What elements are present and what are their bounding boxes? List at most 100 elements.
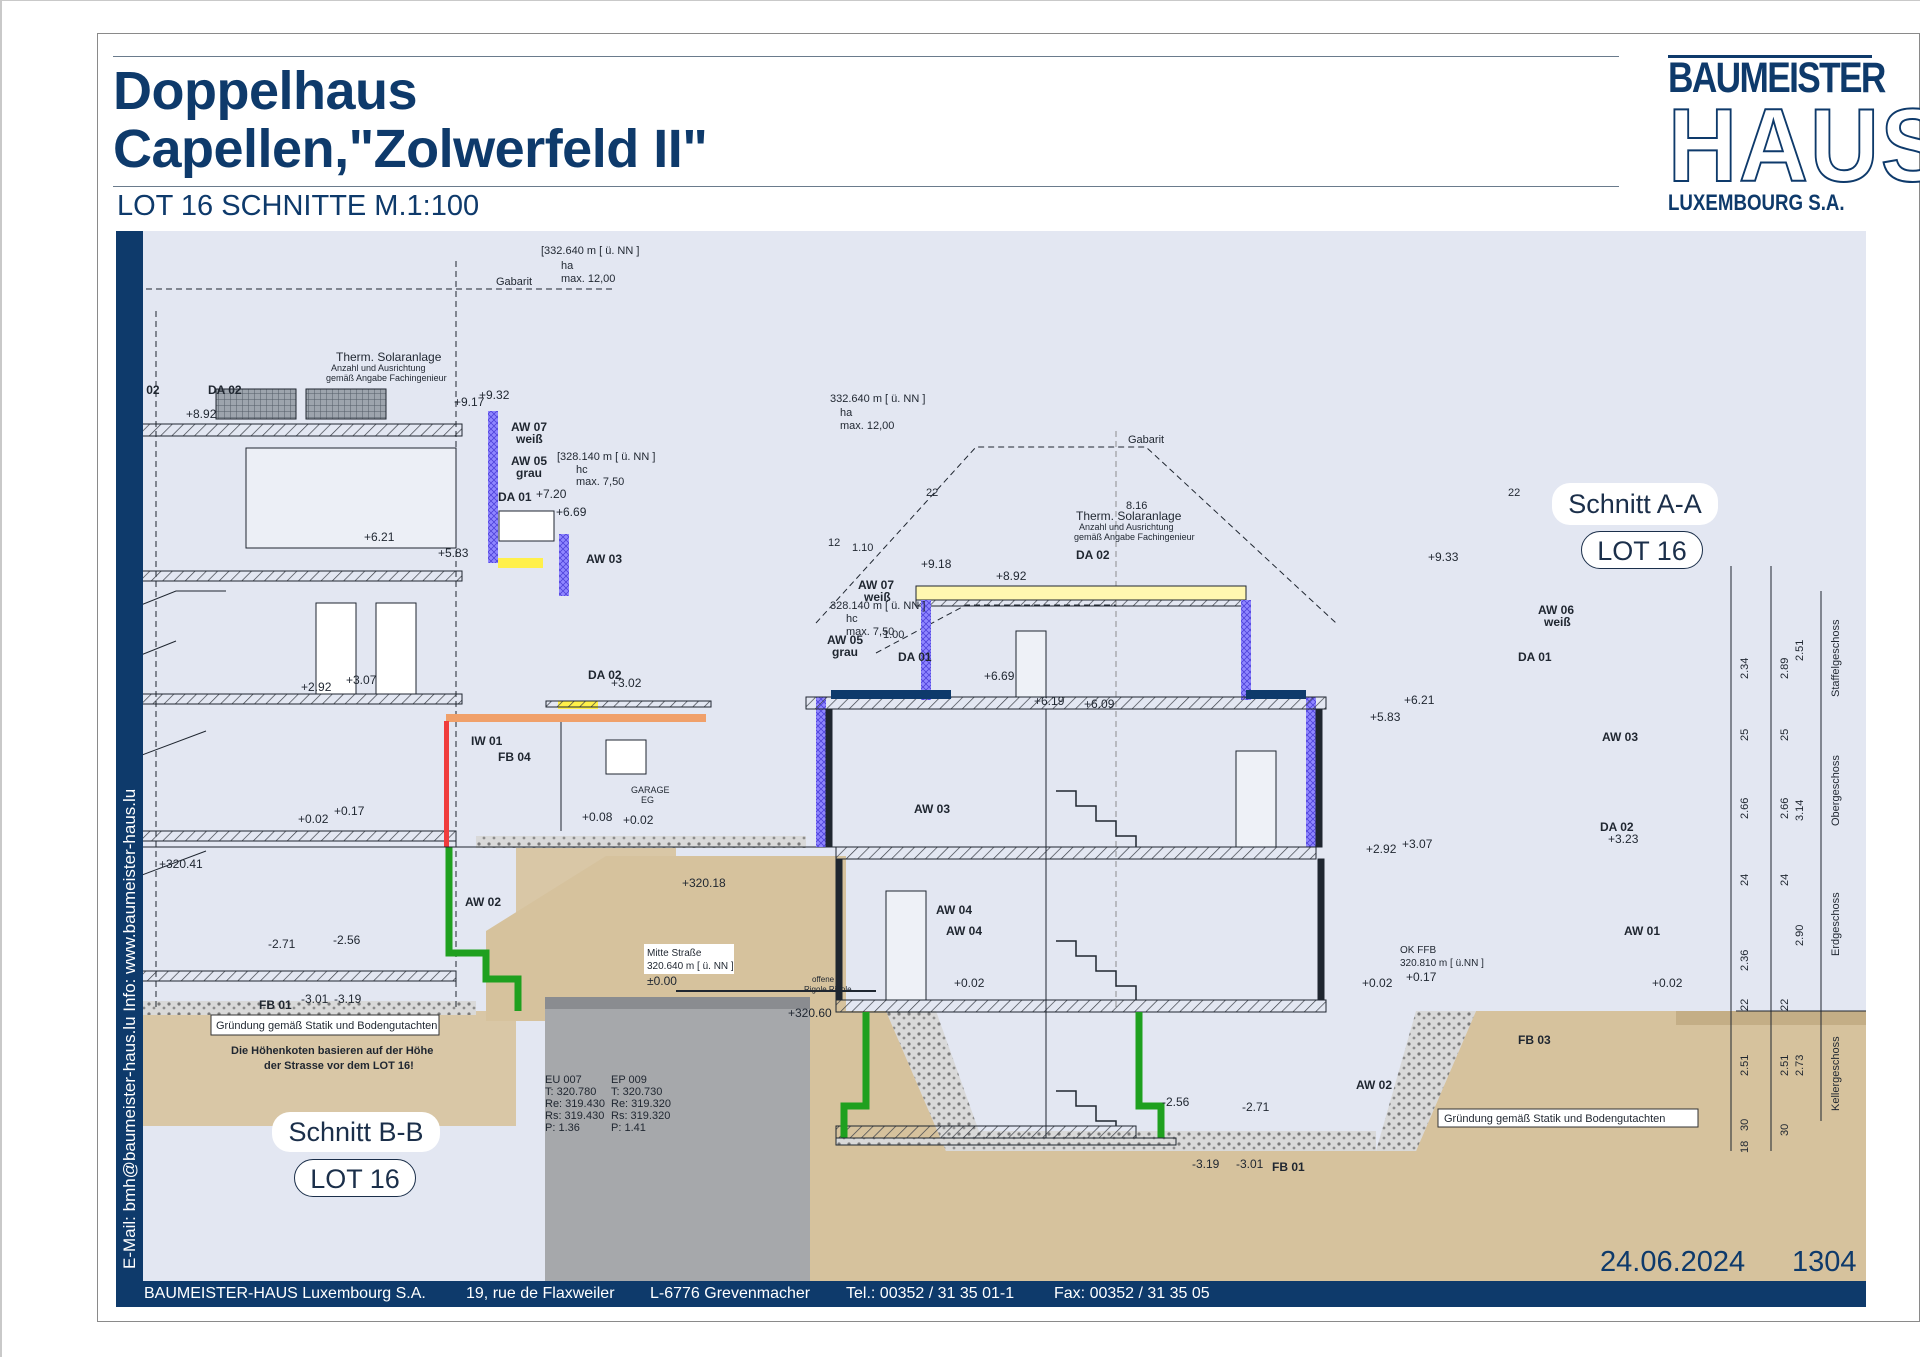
- bb-mitte-strasse: Mitte Straße: [647, 948, 702, 959]
- bb-level-621: +6.21: [364, 530, 395, 544]
- floor-kellergeschoss: Kellergeschoss: [1830, 1036, 1842, 1111]
- aa-level-002-c: +0.02: [1652, 976, 1683, 990]
- bb-garage-eg: EG: [641, 795, 654, 805]
- aa-level-271: -2.71: [1242, 1100, 1270, 1114]
- footer-street: 19, rue de Flaxweiler: [466, 1285, 615, 1302]
- bb-level-32041: +320.41: [159, 857, 203, 871]
- ep-rs: Rs: 319.320: [611, 1110, 670, 1122]
- bb-garage: GARAGE: [631, 785, 670, 795]
- logo-bar: [1668, 55, 1872, 58]
- bb-ground: [116, 836, 846, 1126]
- aa-dimension-chain: [1730, 566, 1866, 1151]
- aa-level-933: +9.33: [1428, 550, 1459, 564]
- dim-22-a: 22: [1739, 999, 1751, 1011]
- floor-obergeschoss: Obergeschoss: [1830, 755, 1842, 826]
- bb-level-271: -2.71: [268, 937, 296, 951]
- eu-rs: Rs: 319.430: [545, 1110, 604, 1122]
- section-aa-title: Schnitt A-A: [1552, 483, 1718, 525]
- bb-aw05-grau: grau: [516, 466, 542, 480]
- plan-date: 24.06.2024: [1600, 1246, 1746, 1278]
- bb-gabarit-level: [332.640 m [ ü. NN ]: [541, 245, 639, 257]
- ep-re: Re: 319.320: [611, 1098, 671, 1110]
- bb-aw07-weiss: weiß: [515, 432, 543, 446]
- aa-aw06: AW 06: [1538, 603, 1574, 617]
- bb-level-008: +0.08: [582, 810, 613, 824]
- bb-solar-2: Anzahl und Ausrichtung: [331, 363, 426, 373]
- footer-city: L-6776 Grevenmacher: [650, 1285, 811, 1302]
- aa-level-583: +5.83: [1370, 710, 1401, 724]
- aa-building: [805, 431, 1337, 1146]
- ep-title: EP 009: [611, 1074, 647, 1086]
- aa-hc: hc: [846, 613, 858, 625]
- footer-tel: Tel.: 00352 / 31 35 01-1: [846, 1285, 1015, 1302]
- dim-24-b: 24: [1779, 874, 1791, 886]
- dim-290: 2.90: [1794, 925, 1806, 946]
- aa-level-918: +9.18: [921, 557, 952, 571]
- aa-gruendung-note: Gründung gemäß Statik und Bodengutachten: [1444, 1113, 1665, 1125]
- aa-aw07-weiss: weiß: [863, 590, 891, 604]
- company-logo: BAUMEISTER HAUS LUXEMBOURG S.A.: [1667, 55, 1920, 215]
- eu-t: T: 320.780: [545, 1086, 596, 1098]
- bb-aw07: AW 07: [511, 420, 547, 434]
- eu-title: EU 007: [545, 1074, 582, 1086]
- aa-ha: ha: [840, 407, 853, 419]
- aa-fb01: FB 01: [1272, 1160, 1305, 1174]
- bb-da02-b: DA 02: [208, 383, 242, 397]
- aa-da02-b: DA 02: [1600, 820, 1634, 834]
- bb-aw02: AW 02: [465, 895, 501, 909]
- header-rule-bottom: [113, 186, 1619, 187]
- aa-aw03-a: AW 03: [1602, 730, 1638, 744]
- logo-line-2: HAUS: [1667, 88, 1920, 204]
- bb-solar-3: gemäß Angabe Fachingenieur: [326, 373, 447, 383]
- section-drawing-area: [332.640 m [ ü. NN ] ha max. 12,00 Gabar…: [116, 231, 1866, 1281]
- bb-level-307: +3.07: [346, 673, 377, 687]
- bb-level-002-b: +0.02: [623, 813, 654, 827]
- aa-level-017: +0.17: [1406, 970, 1437, 984]
- bb-ha-max: max. 12,00: [561, 273, 615, 285]
- aa-level-892: +8.92: [996, 569, 1027, 583]
- dim-266-a: 2.66: [1739, 798, 1751, 819]
- bb-hoehen-note-1: Die Höhenkoten basieren auf der Höhe: [231, 1045, 433, 1057]
- bb-level-256: -2.56: [333, 933, 361, 947]
- aa-level-292: +2.92: [1366, 842, 1397, 856]
- section-labels: [332.640 m [ ü. NN ] ha max. 12,00 Gabar…: [126, 245, 1842, 1174]
- aa-level-256: -2.56: [1162, 1095, 1190, 1109]
- bb-fb01: FB 01: [259, 998, 292, 1012]
- aa-aw03-b: AW 03: [914, 802, 950, 816]
- aa-dim-100: 1.00: [883, 629, 904, 641]
- title-line-1: Doppelhaus: [113, 61, 418, 121]
- bb-mitte-level: 320.640 m [ ü. NN ]: [647, 961, 734, 972]
- aa-da02: DA 02: [1076, 548, 1110, 562]
- bb-level-017: +0.17: [334, 804, 365, 818]
- dim-18: 18: [1739, 1141, 1751, 1153]
- bb-building: [125, 261, 846, 1011]
- dim-251-c: 2.51: [1779, 1055, 1791, 1076]
- aa-hc-max: max. 7,50: [846, 626, 894, 638]
- aa-solar-3: gemäß Angabe Fachingenieur: [1074, 532, 1195, 542]
- aa-ha-max: max. 12,00: [840, 420, 894, 432]
- contact-sidebar: [116, 231, 143, 1281]
- bb-level-000: ±0.00: [647, 974, 677, 988]
- aa-aw05: AW 05: [827, 633, 863, 647]
- section-bb-lot: LOT 16: [294, 1159, 416, 1197]
- aa-level-669: +6.69: [984, 669, 1015, 683]
- aa-level-319: -3.19: [1192, 1157, 1220, 1171]
- dim-251-b: 2.51: [1739, 1055, 1751, 1076]
- rigole-2: Rigole Rigole: [804, 985, 852, 994]
- aa-level-621: +6.21: [1404, 693, 1435, 707]
- bb-level-583: +5.83: [438, 546, 469, 560]
- plan-number: 1304: [1792, 1246, 1857, 1278]
- dim-24-a: 24: [1739, 874, 1751, 886]
- aa-aw04-a: AW 04: [936, 903, 972, 917]
- aa-gabarit-level: 332.640 m [ ü. NN ]: [830, 393, 925, 405]
- aa-hc-level: 328.140 m [ ü. NN ]: [830, 600, 925, 612]
- footer-fax: Fax: 00352 / 31 35 05: [1054, 1285, 1210, 1302]
- bb-level-669: +6.69: [556, 505, 587, 519]
- aa-level-002-a: +0.02: [954, 976, 985, 990]
- aa-ground: [810, 1011, 1866, 1281]
- section-aa-lot: LOT 16: [1581, 531, 1703, 569]
- dim-236: 2.36: [1739, 950, 1751, 971]
- floor-erdgeschoss: Erdgeschoss: [1830, 892, 1842, 956]
- aa-aw01: AW 01: [1624, 924, 1660, 938]
- dim-314: 3.14: [1794, 800, 1806, 821]
